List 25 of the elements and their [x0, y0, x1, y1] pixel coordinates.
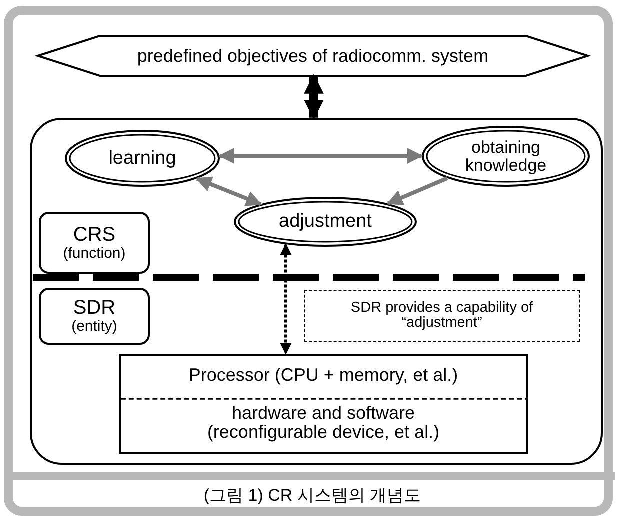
note-box: [304, 290, 580, 342]
arrow: [196, 176, 262, 206]
node-text: adjustment: [279, 212, 372, 232]
process-ellipse: [234, 197, 417, 247]
arrow: [218, 148, 424, 164]
node-text: SDR: [73, 298, 116, 320]
node-text: SDR provides a capability of “adjustment”: [350, 300, 534, 332]
node-text: Processor (CPU + memory, et al.): [188, 366, 460, 385]
node-text: obtaining knowledge: [464, 138, 548, 174]
figure-caption: (그림 1) CR 시스템의 개념도: [202, 485, 422, 507]
node-text: (function): [63, 246, 126, 262]
node-text: hardware and software (reconfigurable device, et al.): [206, 404, 441, 442]
layer-label-box: [39, 288, 150, 345]
arrow: [304, 74, 324, 120]
process-ellipse: [422, 126, 590, 187]
node-text: learning: [108, 148, 176, 168]
node-text: CRS: [73, 224, 116, 246]
arrow: [280, 244, 292, 355]
arrow: [386, 176, 448, 206]
node-text: predefined objectives of radiocomm. system: [137, 46, 489, 66]
layer-label-box: [39, 212, 150, 274]
node-text: (entity): [72, 319, 118, 335]
platform-box: [119, 354, 528, 454]
rounded-container: [30, 118, 603, 465]
process-ellipse: [65, 130, 220, 187]
